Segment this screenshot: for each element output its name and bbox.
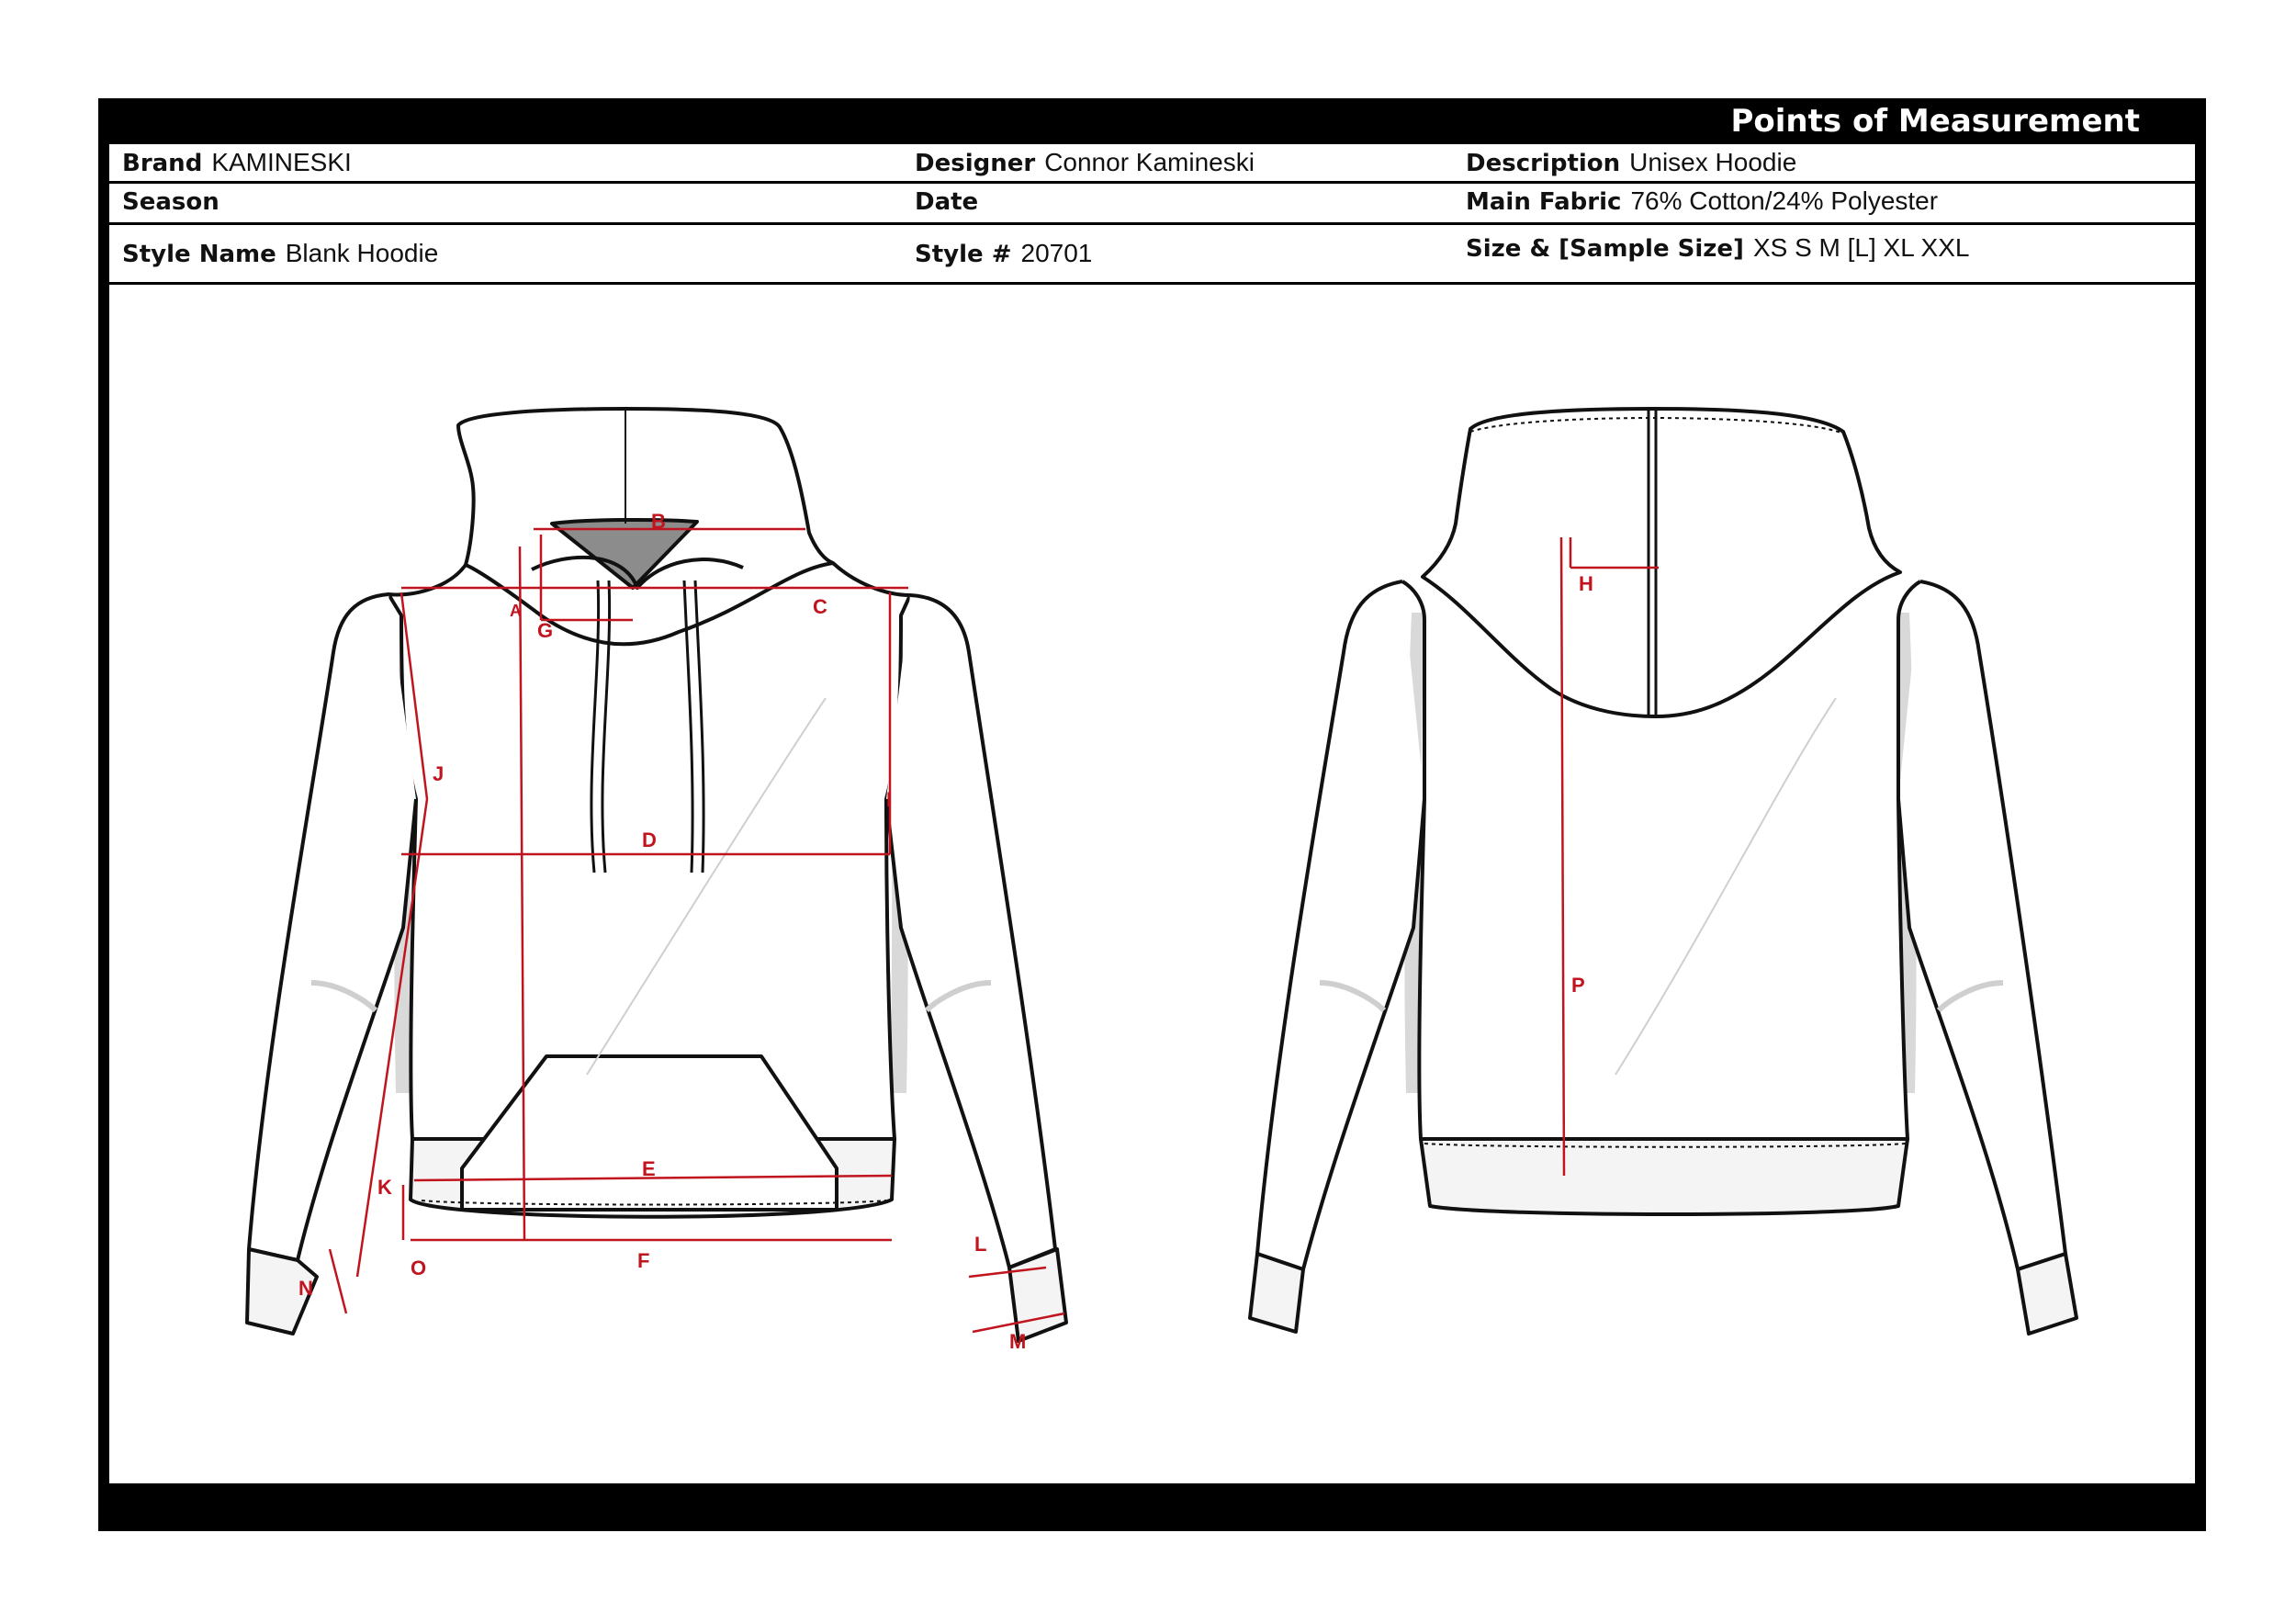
measure-label-e: E xyxy=(642,1157,656,1180)
description-value: Unisex Hoodie xyxy=(1629,148,1797,176)
description-field: Description Unisex Hoodie xyxy=(1466,147,1796,179)
style-name-value: Blank Hoodie xyxy=(285,239,439,267)
measure-label-l: L xyxy=(974,1233,986,1256)
spec-sheet-frame: Points of Measurement Brand KAMINESKI Des… xyxy=(98,98,2206,1531)
main-fabric-label: Main Fabric xyxy=(1466,188,1622,216)
measure-labels-front: B A G C I J D K E O F N L M xyxy=(298,510,1026,1353)
date-field: Date xyxy=(915,186,987,218)
measure-label-c: C xyxy=(813,595,827,618)
season-field: Season xyxy=(122,186,229,218)
main-fabric-value: 76% Cotton/24% Polyester xyxy=(1630,186,1939,215)
measure-lines-back xyxy=(1559,536,1659,1177)
flat-sketch: B A G C I J D K E O F N L M xyxy=(245,407,2078,1353)
description-label: Description xyxy=(1466,150,1621,177)
title-bar: Points of Measurement xyxy=(98,98,2206,144)
brand-field: Brand KAMINESKI xyxy=(122,147,352,179)
drawing-area: B A G C I J D K E O F N L M xyxy=(109,285,2195,1483)
measure-label-b: B xyxy=(651,510,666,533)
measure-label-i: I xyxy=(886,788,892,811)
size-value: XS S M [L] XL XXL xyxy=(1752,233,1970,262)
measure-label-k: K xyxy=(377,1176,392,1199)
hoodie-back xyxy=(1248,407,2078,1336)
measure-label-d: D xyxy=(642,828,657,851)
size-label: Size & [Sample Size] xyxy=(1466,235,1744,263)
measure-lines-front xyxy=(328,527,1065,1334)
main-fabric-field: Main Fabric 76% Cotton/24% Polyester xyxy=(1466,186,1938,218)
brand-label: Brand xyxy=(122,150,203,177)
size-field: Size & [Sample Size] XS S M [L] XL XXL xyxy=(1466,232,1969,265)
style-number-value: 20701 xyxy=(1020,239,1093,267)
designer-value: Connor Kamineski xyxy=(1044,148,1255,176)
measure-label-m: M xyxy=(1009,1330,1026,1353)
hoodie-front xyxy=(245,407,1068,1343)
date-label: Date xyxy=(915,188,979,216)
style-number-label: Style # xyxy=(915,241,1012,268)
row-divider xyxy=(109,181,2195,184)
page-title: Points of Measurement xyxy=(1730,103,2140,140)
measure-label-g: G xyxy=(537,619,553,642)
style-number-field: Style # 20701 xyxy=(915,238,1092,270)
style-name-label: Style Name xyxy=(122,241,276,268)
season-label: Season xyxy=(122,188,219,216)
measure-label-h: H xyxy=(1579,572,1593,595)
measure-label-n: N xyxy=(298,1277,313,1300)
row-divider xyxy=(109,222,2195,225)
designer-field: Designer Connor Kamineski xyxy=(915,147,1255,179)
style-name-field: Style Name Blank Hoodie xyxy=(122,238,438,270)
measure-labels-back: H P xyxy=(1571,572,1593,997)
designer-label: Designer xyxy=(915,150,1036,177)
measure-label-a: A xyxy=(510,602,522,620)
brand-value: KAMINESKI xyxy=(211,148,352,176)
measure-label-o: O xyxy=(411,1257,426,1279)
measure-label-p: P xyxy=(1571,974,1585,997)
measure-label-f: F xyxy=(637,1249,649,1272)
measure-label-j: J xyxy=(433,762,444,785)
